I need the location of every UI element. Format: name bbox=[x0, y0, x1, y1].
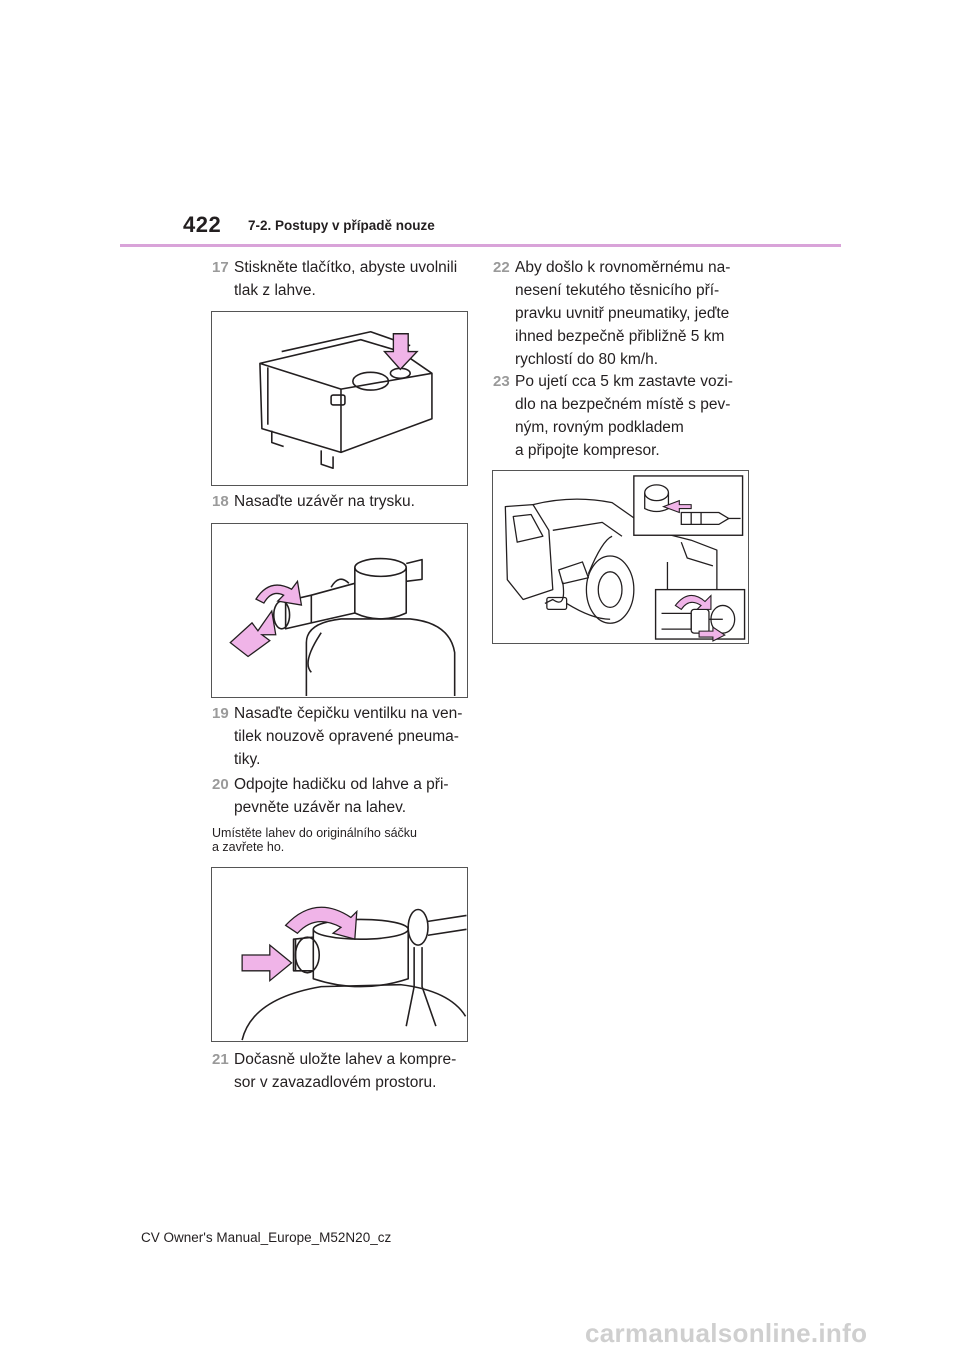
curved-arrow-icon bbox=[255, 579, 303, 606]
step-line: Aby došlo k rovnoměrnému na- bbox=[515, 259, 731, 276]
step-line: ihned bezpečně přibližně 5 km bbox=[515, 328, 725, 345]
step-text: Stiskněte tlačítko, abyste uvolnili tlak… bbox=[234, 256, 457, 302]
page-number: 422 bbox=[183, 212, 222, 237]
figure-cap-nozzle bbox=[211, 523, 468, 698]
step-number: 23 bbox=[493, 373, 510, 390]
figure-compressor-button bbox=[211, 311, 468, 486]
step-number: 21 bbox=[212, 1051, 229, 1068]
right-arrow-icon bbox=[229, 609, 277, 658]
step-text: Po ujetí cca 5 km zastavte vozi- dlo na … bbox=[515, 370, 733, 462]
note-line: Umístěte lahev do originálního sáčku bbox=[212, 826, 417, 840]
step-line: Nasaďte čepičku ventilku na ven- bbox=[234, 705, 463, 722]
step-line: a připojte kompresor. bbox=[515, 442, 660, 459]
step-line: pevněte uzávěr na lahev. bbox=[234, 799, 407, 816]
step-19: 19 Nasaďte čepičku ventilku na ven- tile… bbox=[212, 702, 482, 772]
step-number: 20 bbox=[212, 776, 229, 793]
curved-arrow-icon bbox=[674, 594, 712, 611]
step-text: Odpojte hadičku od lahve a při- pevněte … bbox=[234, 773, 449, 819]
watermark: carmanualsonline.info bbox=[585, 1318, 868, 1348]
inset-valve-panel bbox=[654, 588, 746, 642]
inset-plug-panel bbox=[633, 475, 744, 536]
down-arrow-icon bbox=[382, 333, 419, 371]
right-arrow-icon bbox=[241, 943, 293, 983]
step-18: 18 Nasaďte uzávěr na trysku. bbox=[212, 490, 482, 514]
step-text: Aby došlo k rovnoměrnému na- nesení teku… bbox=[515, 256, 730, 371]
step-line: Dočasně uložte lahev a kompre- bbox=[234, 1051, 457, 1068]
step-line: tiky. bbox=[234, 751, 261, 768]
step-line: tilek nouzově opravené pneuma- bbox=[234, 728, 459, 745]
step-number: 22 bbox=[493, 259, 510, 276]
step-number: 19 bbox=[212, 705, 229, 722]
step-text: Nasaďte uzávěr na trysku. bbox=[234, 490, 415, 513]
step-20: 20 Odpojte hadičku od lahve a při- pevně… bbox=[212, 773, 482, 821]
step-22: 22 Aby došlo k rovnoměrnému na- nesení t… bbox=[493, 256, 763, 371]
step-20-note: Umístěte lahev do originálního sáčku a z… bbox=[212, 826, 482, 854]
step-line: Nasaďte uzávěr na trysku. bbox=[234, 493, 415, 510]
step-17: 17 Stiskněte tlačítko, abyste uvolnili t… bbox=[212, 256, 482, 304]
step-line: Stiskněte tlačítko, abyste uvolnili bbox=[234, 259, 458, 276]
curved-arrow-icon bbox=[284, 906, 358, 941]
step-line: rychlostí do 80 km/h. bbox=[515, 351, 659, 368]
step-21: 21 Dočasně uložte lahev a kompre- sor v … bbox=[212, 1048, 482, 1096]
figure-car-compressor bbox=[492, 470, 749, 644]
step-line: nesení tekutého těsnicího pří- bbox=[515, 282, 720, 299]
step-line: Po ujetí cca 5 km zastavte vozi- bbox=[515, 373, 733, 390]
figure-cap-bottle bbox=[211, 867, 468, 1042]
step-line: pravku uvnitř pneumatiky, jeďte bbox=[515, 305, 730, 322]
step-line: Odpojte hadičku od lahve a při- bbox=[234, 776, 449, 793]
step-text: Dočasně uložte lahev a kompre- sor v zav… bbox=[234, 1048, 456, 1094]
step-23: 23 Po ujetí cca 5 km zastavte vozi- dlo … bbox=[493, 370, 763, 465]
step-line: dlo na bezpečném místě s pev- bbox=[515, 396, 731, 413]
step-line: ným, rovným podkladem bbox=[515, 419, 684, 436]
footer-text: CV Owner's Manual_Europe_M52N20_cz bbox=[141, 1230, 392, 1245]
step-line: sor v zavazadlovém prostoru. bbox=[234, 1074, 437, 1091]
section-title: 7-2. Postupy v případě nouze bbox=[248, 218, 435, 233]
step-text: Nasaďte čepičku ventilku na ven- tilek n… bbox=[234, 702, 462, 771]
step-line: tlak z lahve. bbox=[234, 282, 316, 299]
note-line: a zavřete ho. bbox=[212, 840, 285, 854]
header-rule bbox=[120, 244, 841, 247]
left-arrow-icon bbox=[661, 499, 692, 514]
right-arrow-icon bbox=[698, 626, 726, 642]
step-number: 17 bbox=[212, 259, 229, 276]
step-number: 18 bbox=[212, 493, 229, 510]
